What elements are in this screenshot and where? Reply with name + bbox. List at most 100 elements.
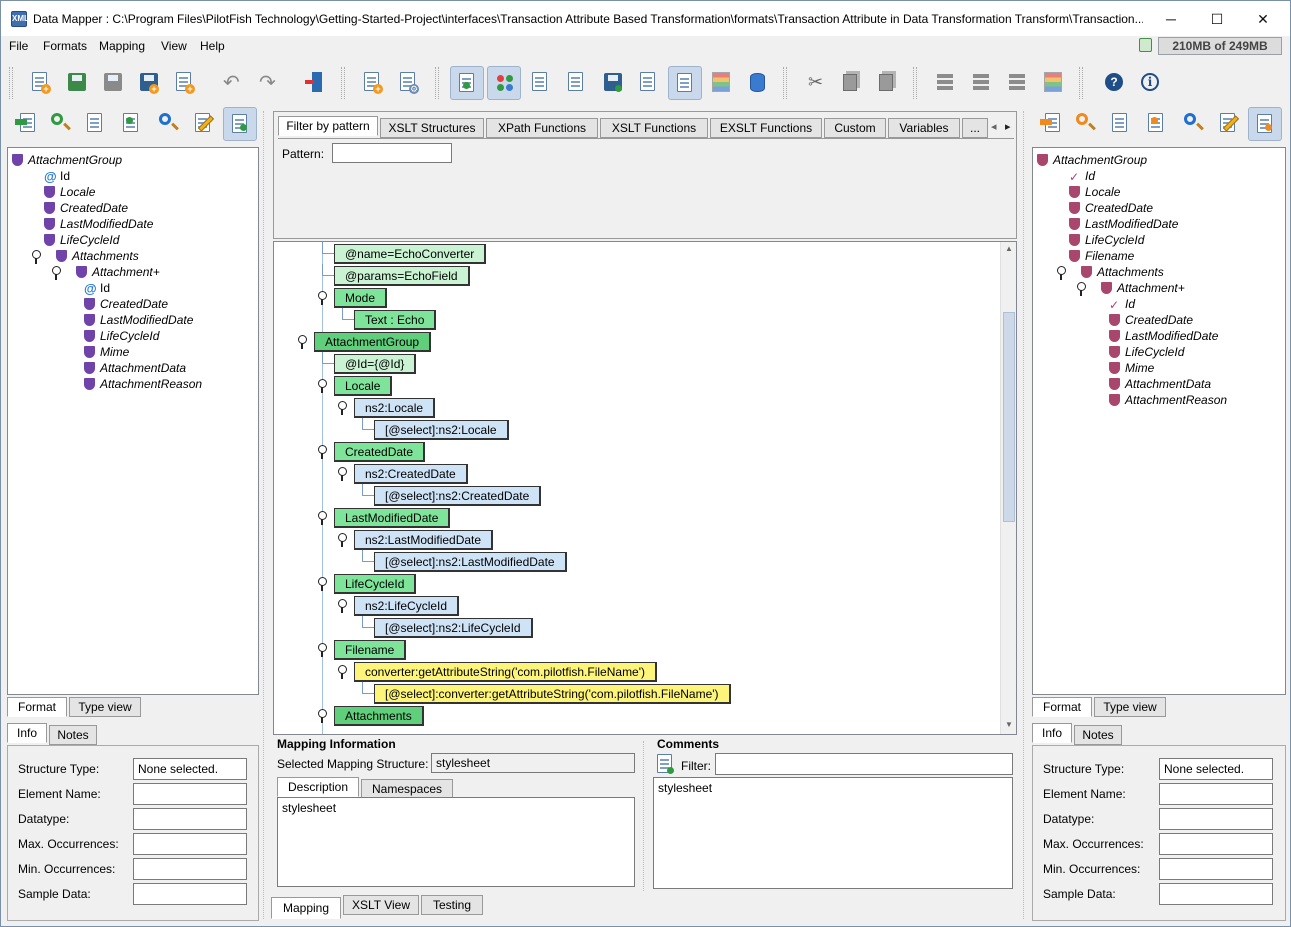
source-search-button[interactable]	[151, 107, 185, 141]
tree-node[interactable]: AttachmentGroup	[1037, 153, 1257, 168]
tree-node[interactable]: LastModifiedDate	[72, 313, 258, 328]
source-import-button[interactable]	[7, 107, 41, 141]
structure-type-field[interactable]: None selected.	[1159, 758, 1273, 780]
target-edit-button[interactable]	[1212, 107, 1246, 141]
tab-xslt-view[interactable]: XSLT View	[343, 895, 419, 915]
close-button[interactable]: ✕	[1257, 11, 1269, 27]
tree-node[interactable]: AttachmentData	[72, 361, 258, 376]
mapping-node[interactable]: Attachments	[334, 706, 424, 726]
expand-key-icon[interactable]	[338, 599, 347, 613]
cut-button[interactable]: ✂	[798, 66, 832, 100]
pattern-input[interactable]	[332, 143, 452, 163]
source-list-button[interactable]	[115, 107, 149, 141]
copy-button[interactable]	[834, 66, 868, 100]
move-up-button[interactable]	[964, 66, 998, 100]
scroll-thumb[interactable]	[1003, 312, 1015, 522]
tree-node[interactable]: Locale	[1057, 185, 1277, 200]
left-splitter[interactable]	[263, 111, 267, 919]
minimize-button[interactable]: ─	[1166, 11, 1176, 27]
mapping-node[interactable]: CreatedDate	[334, 442, 426, 462]
database-button[interactable]	[740, 66, 774, 100]
expand-key-icon[interactable]	[298, 335, 307, 349]
menu-file[interactable]: File	[9, 39, 29, 53]
tab-xslt-structures[interactable]: XSLT Structures	[380, 118, 484, 138]
tab-type-view[interactable]: Type view	[1094, 697, 1166, 717]
menu-mapping[interactable]: Mapping	[99, 39, 146, 53]
expand-key-icon[interactable]	[52, 266, 61, 280]
move-right-button[interactable]	[1036, 66, 1070, 100]
tree-node[interactable]: LifeCycleId	[72, 329, 258, 344]
new-mapping-button[interactable]: +	[356, 66, 390, 100]
max-occurrences-field[interactable]	[133, 833, 247, 855]
expand-key-icon[interactable]	[1077, 282, 1086, 296]
paste-button[interactable]	[870, 66, 904, 100]
tree-node[interactable]: @Id	[32, 169, 252, 184]
tree-node[interactable]: CreatedDate	[1097, 313, 1285, 328]
tree-node[interactable]: Filename	[1057, 249, 1277, 264]
expand-key-icon[interactable]	[318, 445, 327, 459]
save-as-button[interactable]: +	[132, 66, 166, 100]
tree-node[interactable]: CreatedDate	[72, 297, 258, 312]
tab-notes[interactable]: Notes	[1074, 725, 1122, 745]
tab-namespaces[interactable]: Namespaces	[361, 779, 453, 799]
scroll-up-icon[interactable]: ▲	[1005, 244, 1013, 253]
source-wizard-button[interactable]	[43, 107, 77, 141]
sample-data-field[interactable]	[1159, 883, 1273, 905]
tree-node[interactable]: AttachmentReason	[72, 377, 258, 392]
tree-node[interactable]: Locale	[32, 185, 252, 200]
tab-format[interactable]: Format	[1032, 697, 1092, 717]
about-button[interactable]: i	[1132, 66, 1166, 100]
save-xslt-button[interactable]	[596, 66, 630, 100]
mapping-node[interactable]: converter:getAttributeString('com.pilotf…	[354, 662, 658, 682]
mapping-node[interactable]: ns2:LastModifiedDate	[354, 530, 494, 550]
expand-key-icon[interactable]	[1057, 266, 1066, 280]
comments-filter-input[interactable]	[715, 753, 1013, 775]
target-import-button[interactable]	[1032, 107, 1066, 141]
datatype-field[interactable]	[1159, 808, 1273, 830]
tab-filter-by-pattern[interactable]: Filter by pattern	[278, 116, 378, 136]
toolbar-grip-2[interactable]	[341, 67, 345, 99]
source-edit-button[interactable]	[187, 107, 221, 141]
tab-exslt-functions[interactable]: EXSLT Functions	[710, 118, 822, 138]
min-occurrences-field[interactable]	[133, 858, 247, 880]
mapping-node[interactable]: @params=EchoField	[334, 266, 470, 286]
move-left-button[interactable]	[928, 66, 962, 100]
exit-button[interactable]	[298, 66, 332, 100]
mapping-node[interactable]: ns2:Locale	[354, 398, 436, 418]
tab-scroll-right-icon[interactable]: ▸	[1005, 121, 1011, 133]
expand-key-icon[interactable]	[318, 291, 327, 305]
mapping-node[interactable]: [@select]:converter:getAttributeString('…	[374, 684, 731, 704]
tab-variables[interactable]: Variables	[888, 118, 960, 138]
menu-help[interactable]: Help	[200, 39, 225, 53]
tree-node[interactable]: CreatedDate	[32, 201, 252, 216]
expand-key-icon[interactable]	[338, 665, 347, 679]
tab-mapping[interactable]: Mapping	[271, 897, 341, 919]
tab-info[interactable]: Info	[1032, 723, 1072, 743]
source-tree-view-button[interactable]	[223, 107, 257, 141]
tab-testing[interactable]: Testing	[421, 895, 483, 915]
tree-node[interactable]: Attachment+	[64, 265, 258, 280]
tree-node[interactable]: CreatedDate	[1057, 201, 1277, 216]
scroll-down-icon[interactable]: ▼	[1005, 720, 1013, 729]
tree-node[interactable]: Attachment+	[1089, 281, 1285, 296]
tree-node[interactable]: LifeCycleId	[1057, 233, 1277, 248]
mapping-node[interactable]: ns2:LifeCycleId	[354, 596, 460, 616]
expand-key-icon[interactable]	[318, 577, 327, 591]
tab-xslt-functions[interactable]: XSLT Functions	[600, 118, 708, 138]
export-xls-button[interactable]: +	[168, 66, 202, 100]
tree-node[interactable]: Mime	[1097, 361, 1285, 376]
tab-more[interactable]: ...	[962, 118, 988, 138]
undo-button[interactable]: ↶	[215, 66, 249, 100]
tree-node[interactable]: LastModifiedDate	[32, 217, 252, 232]
attribute-view-button[interactable]	[668, 66, 702, 100]
mapping-node[interactable]: Mode	[334, 288, 388, 308]
target-wizard-button[interactable]	[1068, 107, 1102, 141]
expand-key-icon[interactable]	[318, 379, 327, 393]
sample-data-field[interactable]	[133, 883, 247, 905]
menu-view[interactable]: View	[161, 39, 187, 53]
mapping-node[interactable]: ns2:CreatedDate	[354, 464, 468, 484]
mapping-node[interactable]: LifeCycleId	[334, 574, 417, 594]
comments-text[interactable]: stylesheet	[653, 777, 1013, 889]
tab-notes[interactable]: Notes	[49, 725, 97, 745]
